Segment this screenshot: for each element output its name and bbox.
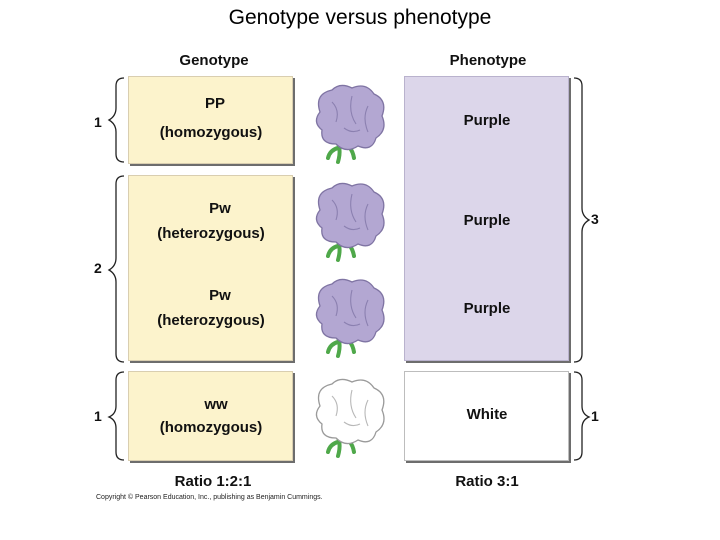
bracket-genotype-1 <box>109 78 124 162</box>
genotype-box-3 <box>128 371 293 461</box>
allele-label-3: Pw <box>197 286 243 306</box>
phenotype-brackets <box>570 74 594 464</box>
phenotype-count-1: 3 <box>591 211 599 227</box>
genotype-count-2: 2 <box>94 260 102 276</box>
genotype-ratio: Ratio 1:2:1 <box>150 473 276 490</box>
phenotype-label-4: White <box>430 406 544 423</box>
zygosity-label-4: (homozygous) <box>140 419 282 436</box>
copyright-notice: Copyright © Pearson Education, Inc., pub… <box>96 494 323 501</box>
phenotype-header: Phenotype <box>428 52 548 69</box>
allele-label-2: Pw <box>197 199 243 219</box>
zygosity-label-2: (heterozygous) <box>140 225 282 242</box>
genotype-brackets <box>100 74 128 464</box>
genotype-header: Genotype <box>162 52 266 69</box>
zygosity-label-3: (heterozygous) <box>140 312 282 329</box>
bracket-genotype-3 <box>109 372 124 460</box>
genotype-count-3: 1 <box>94 408 102 424</box>
phenotype-count-2: 1 <box>591 408 599 424</box>
allele-label-1: PP <box>190 94 240 114</box>
phenotype-label-1: Purple <box>430 112 544 129</box>
genotype-box-1 <box>128 76 293 164</box>
bracket-phenotype-1 <box>574 78 589 362</box>
page-title: Genotype versus phenotype <box>0 6 720 30</box>
phenotype-label-3: Purple <box>430 300 544 317</box>
genotype-count-1: 1 <box>94 114 102 130</box>
phenotype-label-2: Purple <box>430 212 544 229</box>
purple-flower-icon <box>308 82 390 166</box>
phenotype-ratio: Ratio 3:1 <box>430 473 544 490</box>
bracket-phenotype-2 <box>574 372 589 460</box>
allele-label-4: ww <box>192 395 240 415</box>
zygosity-label-1: (homozygous) <box>140 124 282 141</box>
purple-flower-icon <box>308 276 390 360</box>
bracket-genotype-2 <box>109 176 124 362</box>
white-flower-icon <box>308 376 390 460</box>
purple-flower-icon <box>308 180 390 264</box>
